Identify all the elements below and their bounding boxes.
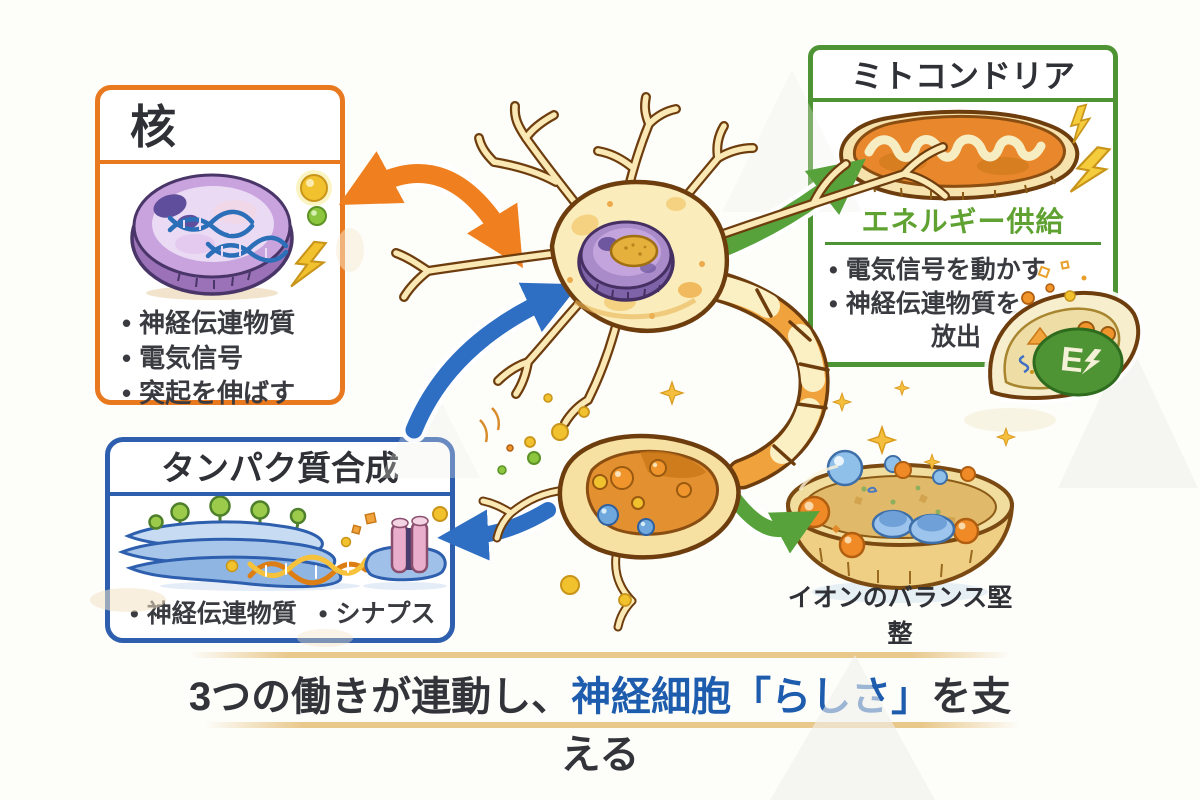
bullet-text: 神経伝連物質	[139, 308, 296, 338]
protein-synthesis-box: タンパク質合成	[105, 437, 455, 643]
mitochondria-illustration	[839, 103, 1111, 201]
flat-ion-discs	[871, 509, 956, 545]
bullet-text: 神経伝連物質を	[845, 290, 1021, 318]
protein-to-neuron-arrow	[405, 282, 580, 439]
dna-rungs	[183, 218, 267, 258]
nucleus-bullet-list: •神経伝連物質 •電気信号 •突起を伸ばす	[100, 302, 340, 411]
footer-bottom-line	[205, 722, 1020, 728]
terminal-to-protein-arrow	[437, 502, 556, 561]
protein-box-divider	[110, 492, 450, 496]
bowl-speckles	[831, 485, 956, 534]
green-molecule-ball	[307, 206, 327, 226]
footer-text-before: 3つの働きが連動し、	[188, 675, 572, 719]
terminal-to-ion-arrow	[726, 490, 820, 554]
list-item: •電気信号	[122, 341, 340, 376]
bullet-continuation: 放出	[931, 323, 982, 351]
protein-box-title: タンパク質合成	[161, 450, 399, 488]
footer-top-line	[190, 652, 1010, 658]
bullet-dot: •	[122, 308, 132, 338]
list-item: •神経伝連物質	[122, 306, 340, 341]
footer-text-after: を支える	[560, 675, 1012, 777]
bullet-text: 突起を伸ばす	[139, 378, 296, 408]
mitochondria-box: ミトコンドリア エネルギー供給 •電気信号を動かす •神経伝連物質を 放出	[808, 45, 1118, 367]
lightning-icon	[1081, 347, 1102, 377]
bullet-text: 電気信号	[139, 343, 244, 373]
lightning-icon	[289, 238, 328, 291]
bullet-dot: •	[122, 378, 132, 408]
footer-caption: 3つの働きが連動し、神経細胞「らしさ」を支える	[180, 664, 1020, 780]
mitochondria-box-divider	[813, 98, 1113, 102]
soma-mottling	[567, 197, 705, 319]
bullet-text: シナプス	[335, 600, 436, 628]
mrna-icon	[247, 554, 369, 586]
channel-protein-icon	[390, 515, 429, 574]
mitochondria-bullet-list: •電気信号を動かす •神経伝連物質を	[813, 245, 1113, 321]
nucleus-box: 核	[95, 85, 345, 408]
protein-bullet-list: •神経伝連物質 •シナプス	[110, 592, 450, 630]
bullet-dot: •	[122, 343, 132, 373]
mitochondria-box-divider2	[825, 242, 1101, 245]
soma	[549, 179, 730, 334]
energy-supply-caption: エネルギー供給	[861, 206, 1065, 237]
sparkle-icons	[660, 380, 1016, 471]
yellow-molecule-ball	[300, 174, 328, 202]
list-item: •神経伝連物質を	[829, 287, 1113, 321]
list-item: •突起を伸ばす	[122, 376, 340, 411]
dna-icon	[167, 209, 289, 263]
bullet-dot: •	[829, 290, 838, 318]
nucleolus	[609, 234, 659, 268]
bullet-text: 神経伝連物質	[146, 600, 297, 628]
nucleus-neuron-arrow	[338, 151, 523, 269]
bullet-text: 電気信号を動かす	[845, 256, 1046, 284]
mitochondria-box-title: ミトコンドリア	[850, 58, 1075, 94]
soma-nucleus	[577, 220, 675, 302]
synaptic-vesicles	[592, 459, 692, 536]
bullet-dot: •	[318, 600, 328, 628]
list-item: •神経伝連物質	[130, 594, 297, 630]
chromatin-blob	[153, 194, 187, 218]
nucleus-box-title: 核	[130, 101, 176, 153]
nucleus-box-divider	[100, 160, 340, 164]
axon-terminal	[478, 433, 741, 632]
protein-synthesis-illustration	[117, 496, 448, 591]
released-molecules	[479, 393, 632, 607]
footer-text-highlight: 神経細胞「らしさ」	[571, 675, 932, 719]
ion-balance-caption: イオンのバランス堅整	[787, 584, 1013, 648]
nucleus-illustration	[130, 170, 332, 300]
bullet-dot: •	[829, 256, 838, 284]
list-item: •電気信号を動かす	[829, 253, 1113, 287]
ribosome-heads	[148, 496, 307, 530]
energy-badge-label: E	[1044, 338, 1118, 383]
bullet-dot: •	[130, 600, 139, 628]
ion-balls	[797, 449, 980, 559]
list-item: •シナプス	[319, 594, 436, 630]
